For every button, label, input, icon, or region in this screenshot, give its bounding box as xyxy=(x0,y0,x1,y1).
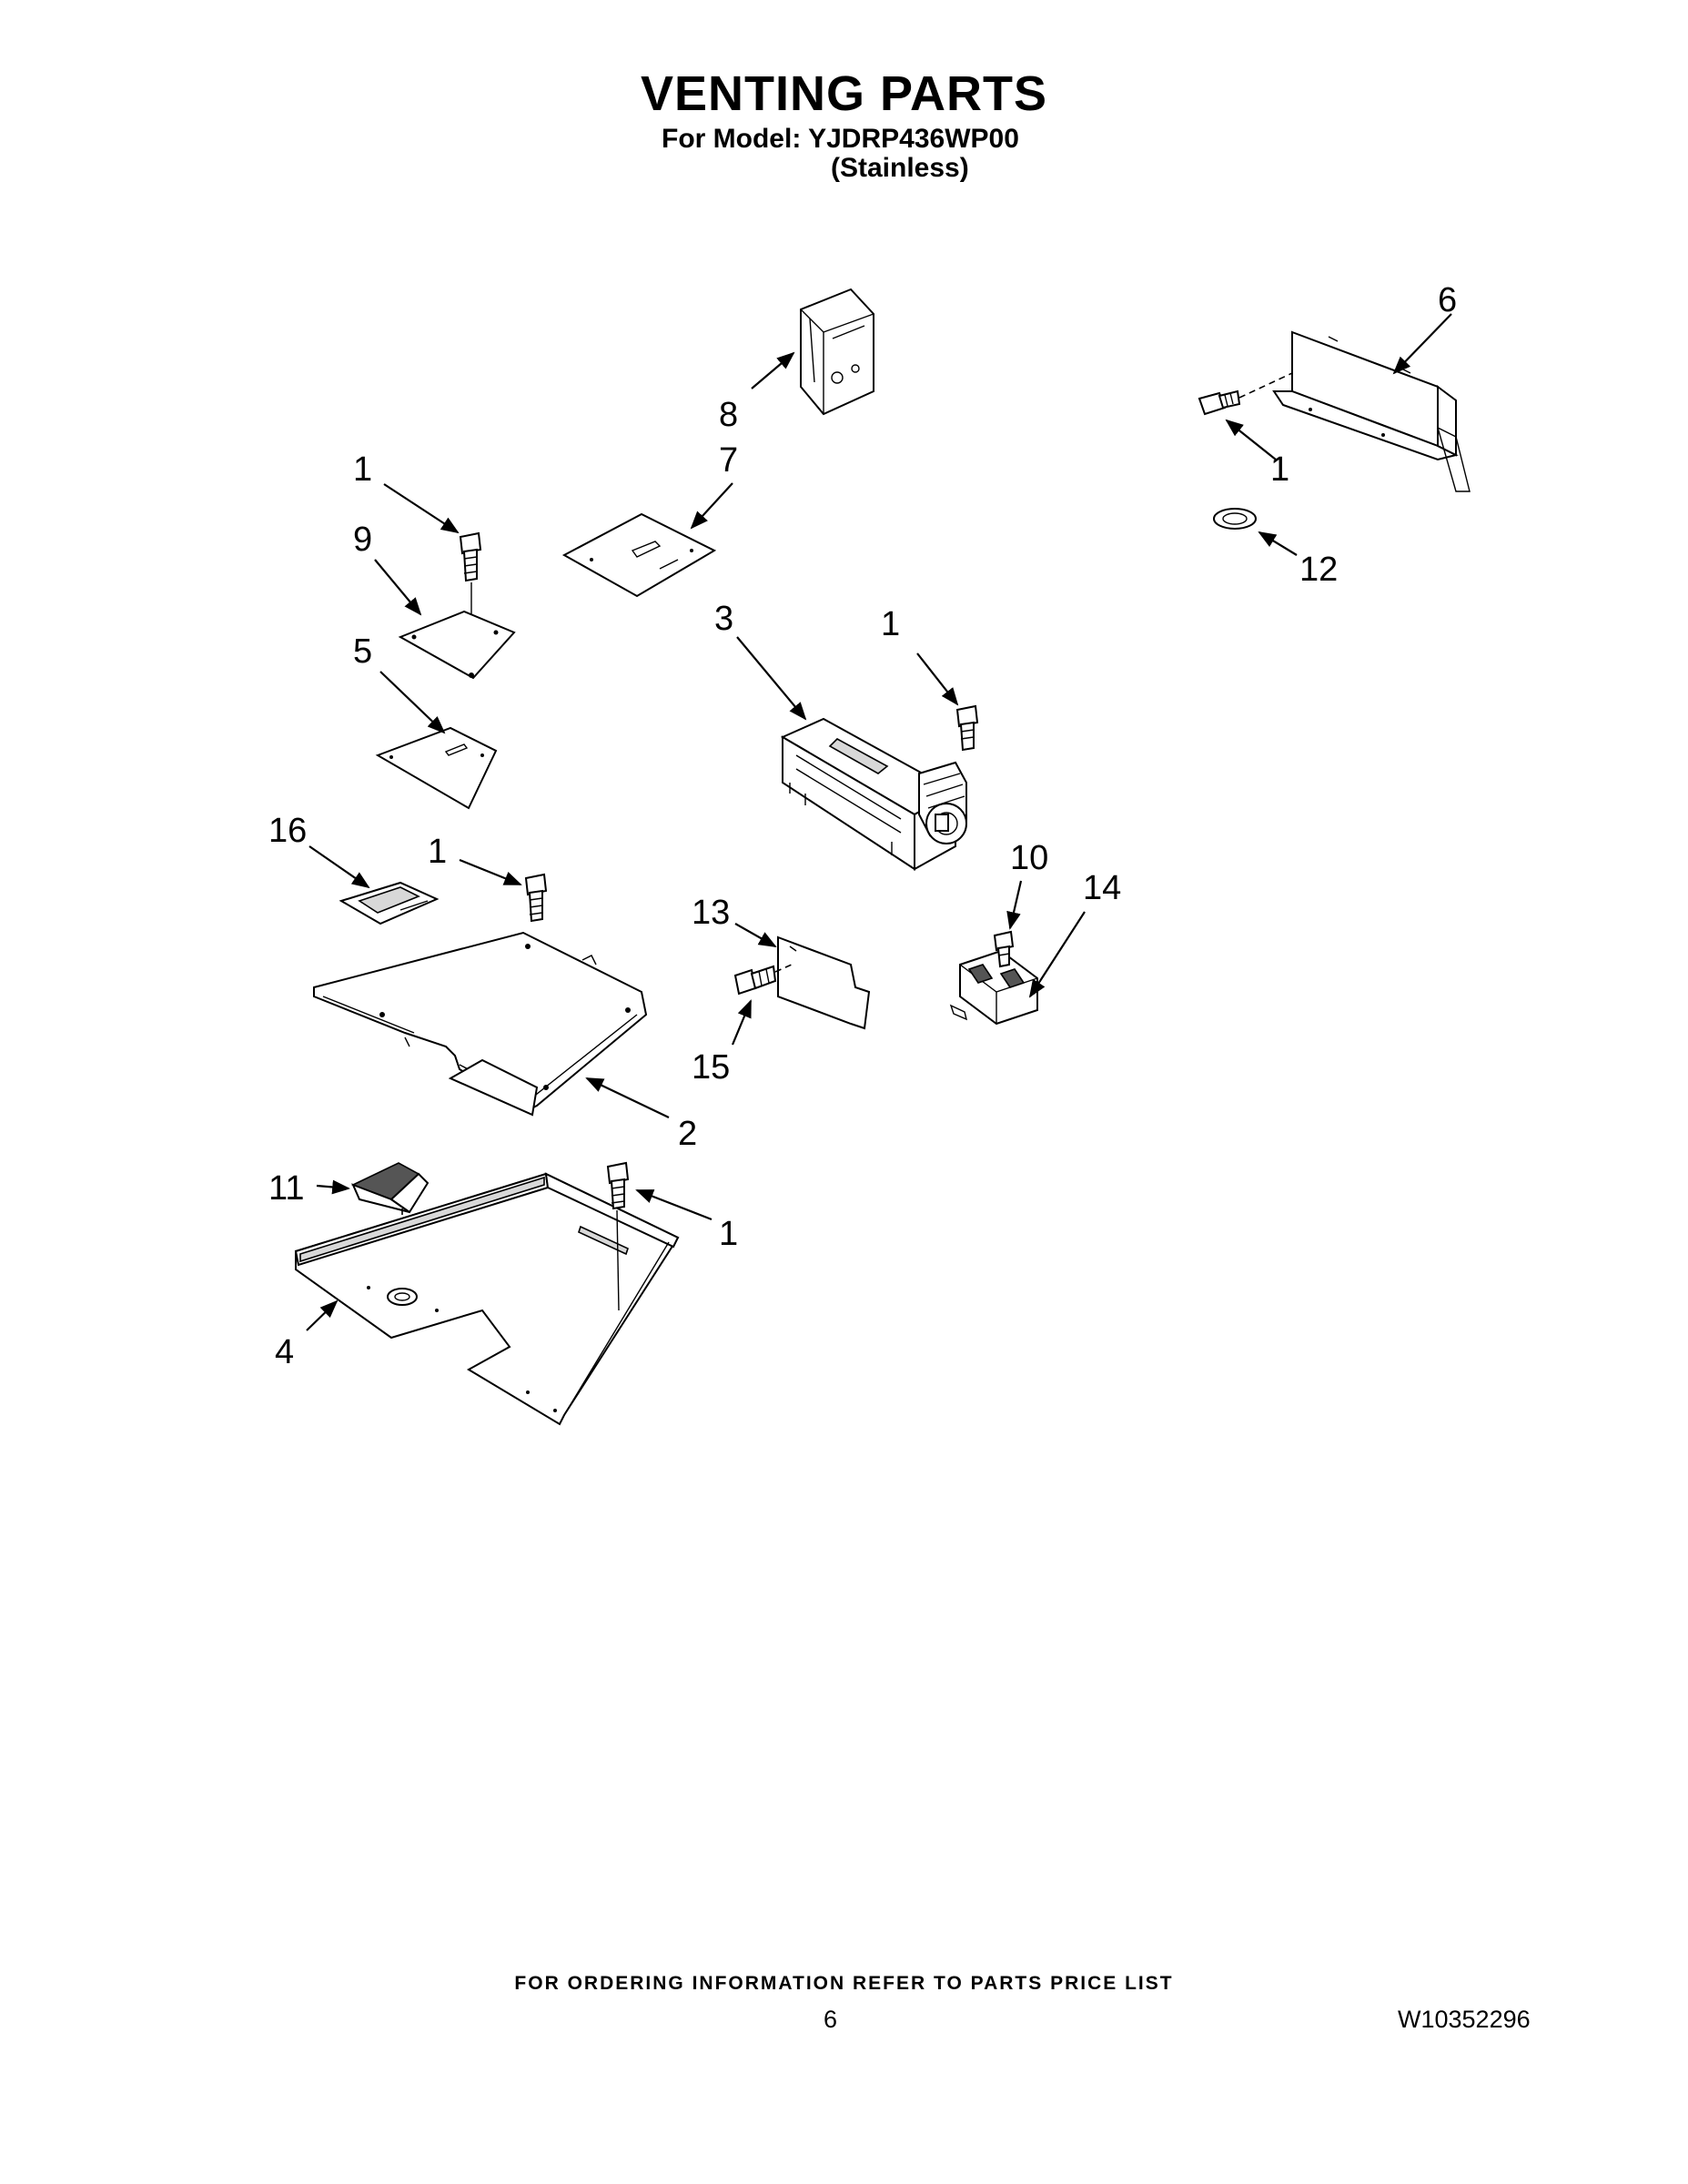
callout-7: 7 xyxy=(719,441,738,480)
leader-1-top-right xyxy=(1225,419,1277,460)
leader-2 xyxy=(585,1077,670,1118)
screw-axis-line xyxy=(616,1209,620,1311)
leader-13 xyxy=(734,923,777,947)
screw-icon xyxy=(1198,389,1241,416)
leader-9 xyxy=(374,559,422,616)
callout-1-motor: 1 xyxy=(881,605,900,643)
dash-line-13 xyxy=(774,964,793,973)
screw-icon xyxy=(606,1161,630,1210)
page-title: VENTING PARTS xyxy=(640,66,1048,121)
callout-16: 16 xyxy=(268,812,307,850)
callout-5: 5 xyxy=(353,632,372,671)
page-number: 6 xyxy=(824,2006,838,2033)
ordering-note: FOR ORDERING INFORMATION REFER TO PARTS … xyxy=(514,1973,1174,1994)
document-number: W10352296 xyxy=(1398,2006,1531,2033)
callout-12: 12 xyxy=(1299,551,1338,589)
part-14-terminal-block xyxy=(949,949,1038,1026)
screw-icon xyxy=(955,704,979,752)
model-line: For Model: YJDRP436WP00 xyxy=(662,124,1019,154)
leader-16 xyxy=(308,845,370,889)
leader-4 xyxy=(306,1299,339,1331)
leader-1-top-left xyxy=(383,483,460,534)
leader-6 xyxy=(1392,313,1452,375)
finish-line: (Stainless) xyxy=(831,153,969,183)
callout-8: 8 xyxy=(719,396,738,434)
leader-11 xyxy=(316,1179,350,1195)
callout-1-top-left: 1 xyxy=(353,450,372,489)
leader-3 xyxy=(736,636,807,721)
leader-1-bottom xyxy=(635,1188,713,1221)
leader-14 xyxy=(1028,911,1086,998)
callout-3: 3 xyxy=(714,600,733,638)
callout-6: 6 xyxy=(1438,281,1457,319)
dash-line-6 xyxy=(1238,372,1293,399)
part-12-washer xyxy=(1213,508,1257,530)
leader-1-motor xyxy=(916,652,959,706)
leader-1-plate xyxy=(459,858,522,886)
screw-icon xyxy=(524,873,548,923)
leader-10 xyxy=(1006,880,1023,930)
callout-2: 2 xyxy=(678,1115,697,1153)
callout-1-top-right: 1 xyxy=(1270,450,1289,489)
callout-1-bottom: 1 xyxy=(719,1215,738,1253)
leader-8 xyxy=(751,351,795,389)
part-16-gasket xyxy=(339,881,440,925)
part-3-damper-motor xyxy=(780,717,967,871)
callout-11: 11 xyxy=(268,1169,304,1208)
screw-icon xyxy=(459,531,482,582)
callout-9: 9 xyxy=(353,521,372,559)
part-6-deflector xyxy=(1272,330,1471,492)
callout-4: 4 xyxy=(275,1333,294,1371)
part-2-vent-plate xyxy=(313,931,648,1117)
callout-13: 13 xyxy=(692,894,730,932)
callout-14: 14 xyxy=(1083,869,1121,907)
leader-12 xyxy=(1258,531,1298,556)
part-13-bracket xyxy=(777,935,871,1030)
part-11-vent-cap xyxy=(350,1162,430,1214)
part-8-box xyxy=(800,288,874,416)
callout-10: 10 xyxy=(1010,839,1048,877)
callout-15: 15 xyxy=(692,1048,730,1087)
leader-5 xyxy=(379,671,446,734)
screw-icon xyxy=(993,930,1015,968)
callout-1-plate: 1 xyxy=(428,833,447,871)
leader-7 xyxy=(690,482,733,530)
screw-icon xyxy=(733,965,777,996)
part-5-plate xyxy=(375,726,498,810)
leader-15 xyxy=(731,999,753,1046)
part-7-plate xyxy=(561,512,717,598)
part-9-plate xyxy=(398,610,516,680)
part-4-bottom-plate xyxy=(294,1172,680,1426)
